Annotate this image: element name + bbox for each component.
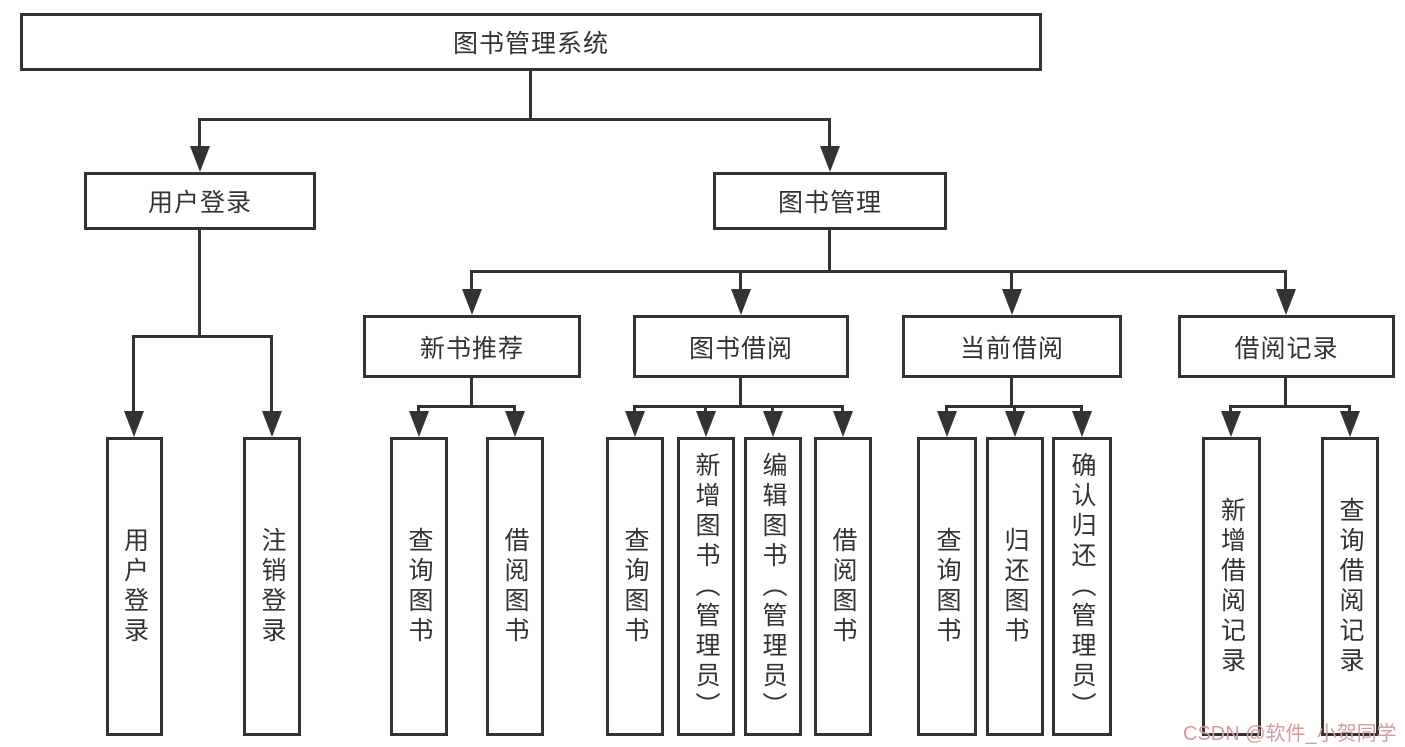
node-borrow-record-label: 借阅记录	[1234, 334, 1339, 363]
connector-vline	[132, 335, 135, 415]
connector-hline	[1231, 405, 1350, 408]
connector-hline	[419, 405, 516, 408]
leaf-borrow-book-borrow-label: 借阅图书	[829, 526, 857, 647]
connector-vline	[1010, 378, 1013, 407]
connector-vline	[1080, 405, 1083, 415]
node-borrow-record: 借阅记录	[1178, 315, 1395, 378]
leaf-query-book-current: 查询图书	[917, 437, 977, 736]
arrowhead-down	[190, 146, 210, 172]
node-current-borrow: 当前借阅	[902, 315, 1122, 378]
leaf-add-borrow-record: 新增借阅记录	[1202, 437, 1261, 736]
arrowhead-down	[1221, 411, 1241, 437]
leaf-return-book: 归还图书	[986, 437, 1044, 736]
arrowhead-down	[462, 289, 482, 315]
leaf-edit-book-admin: 编辑图书（管理员）	[744, 437, 802, 736]
leaf-edit-book-admin-label: 编辑图书（管理员）	[759, 451, 787, 722]
leaf-borrow-book-borrow: 借阅图书	[814, 437, 872, 736]
connector-vline	[633, 405, 636, 415]
arrowhead-down	[763, 411, 783, 437]
connector-vline	[704, 405, 707, 415]
leaf-query-borrow-record-label: 查询借阅记录	[1336, 496, 1364, 677]
connector-vline	[270, 335, 273, 415]
connector-hline	[199, 118, 831, 121]
leaf-logout-login: 注销登录	[243, 437, 301, 736]
connector-hline	[635, 405, 843, 408]
leaf-query-book-borrow: 查询图书	[606, 437, 664, 736]
arrowhead-down	[1002, 289, 1022, 315]
arrowhead-down	[124, 411, 144, 437]
connector-vline	[1013, 405, 1016, 415]
leaf-user-login: 用户登录	[106, 437, 163, 736]
connector-vline	[417, 405, 420, 415]
connector-vline	[1229, 405, 1232, 415]
arrowhead-down	[731, 289, 751, 315]
leaf-borrow-book-recommend: 借阅图书	[486, 437, 544, 736]
node-new-book-recommend: 新书推荐	[363, 315, 581, 378]
arrowhead-down	[833, 411, 853, 437]
leaf-query-borrow-record: 查询借阅记录	[1321, 437, 1379, 736]
connector-vline	[1284, 378, 1287, 407]
leaf-query-book-current-label: 查询图书	[933, 526, 961, 647]
arrowhead-down	[937, 411, 957, 437]
arrowhead-down	[820, 146, 840, 172]
connector-vline	[513, 405, 516, 415]
connector-vline	[771, 405, 774, 415]
leaf-add-book-admin: 新增图书（管理员）	[677, 437, 735, 736]
connector-vline	[470, 378, 473, 407]
leaf-confirm-return-admin-label: 确认归还（管理员）	[1068, 451, 1096, 722]
connector-vline	[739, 378, 742, 407]
leaf-query-book-recommend-label: 查询图书	[405, 526, 433, 647]
node-root: 图书管理系统	[20, 13, 1042, 71]
node-user-login-label: 用户登录	[147, 189, 252, 217]
arrowhead-down	[262, 411, 282, 437]
node-book-management-label: 图书管理	[777, 189, 882, 217]
node-user-login: 用户登录	[84, 172, 316, 230]
node-book-management: 图书管理	[713, 172, 947, 230]
node-book-borrow-label: 图书借阅	[688, 334, 793, 363]
connector-vline	[470, 270, 473, 293]
node-current-borrow-label: 当前借阅	[959, 334, 1064, 363]
connector-vline	[739, 270, 742, 293]
leaf-confirm-return-admin: 确认归还（管理员）	[1052, 437, 1112, 736]
connector-vline	[1010, 270, 1013, 293]
leaf-add-borrow-record-label: 新增借阅记录	[1217, 496, 1246, 677]
connector-hline	[471, 270, 1287, 273]
leaf-query-book-recommend: 查询图书	[390, 437, 448, 736]
connector-vline	[841, 405, 844, 415]
connector-vline	[529, 71, 532, 119]
connector-hline	[133, 335, 273, 338]
arrowhead-down	[505, 411, 525, 437]
node-book-borrow: 图书借阅	[633, 315, 849, 378]
arrowhead-down	[625, 411, 645, 437]
node-root-label: 图书管理系统	[452, 30, 609, 58]
arrowhead-down	[696, 411, 716, 437]
connector-vline	[945, 405, 948, 415]
csdn-watermark: CSDN @软件_小贺同学	[1183, 723, 1397, 745]
leaf-query-book-borrow-label: 查询图书	[621, 526, 649, 647]
connector-vline	[198, 230, 201, 336]
connector-vline	[198, 118, 201, 148]
arrowhead-down	[409, 411, 429, 437]
connector-vline	[828, 230, 831, 273]
leaf-borrow-book-recommend-label: 借阅图书	[501, 526, 529, 647]
connector-vline	[828, 118, 831, 148]
arrowhead-down	[1005, 411, 1025, 437]
connector-vline	[1348, 405, 1351, 415]
leaf-logout-login-label: 注销登录	[258, 526, 286, 647]
connector-vline	[1284, 270, 1287, 293]
leaf-return-book-label: 归还图书	[1001, 526, 1029, 647]
arrowhead-down	[1276, 289, 1296, 315]
arrowhead-down	[1340, 411, 1360, 437]
node-new-book-recommend-label: 新书推荐	[419, 334, 524, 363]
arrowhead-down	[1072, 411, 1092, 437]
leaf-add-book-admin-label: 新增图书（管理员）	[692, 451, 720, 722]
leaf-user-login-label: 用户登录	[120, 526, 149, 647]
